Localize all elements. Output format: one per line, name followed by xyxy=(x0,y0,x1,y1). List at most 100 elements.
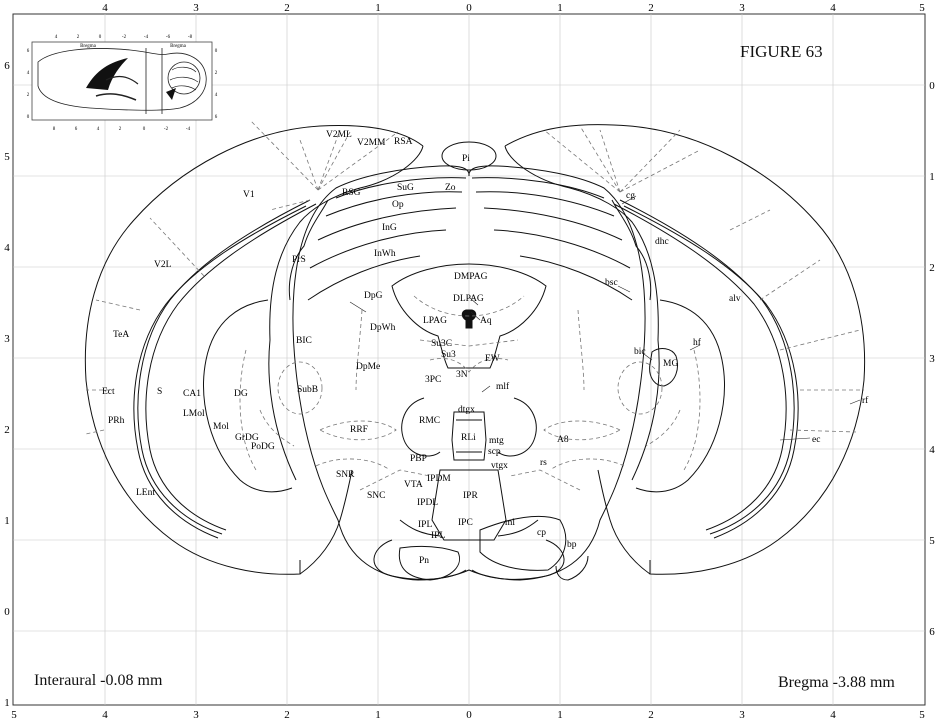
bottom-tick: 4 xyxy=(102,709,108,721)
region-label: DG xyxy=(234,389,248,399)
svg-text:6: 6 xyxy=(27,49,30,54)
right-cortex-outline xyxy=(505,125,865,575)
region-label: Su3C xyxy=(431,339,452,349)
region-label: 3N xyxy=(456,370,468,380)
region-label: bp xyxy=(567,540,577,550)
region-label: Ect xyxy=(102,387,115,397)
region-label: RSA xyxy=(394,137,413,147)
svg-text:4: 4 xyxy=(97,127,100,132)
svg-text:-2: -2 xyxy=(164,127,169,132)
inset-title-right: Bregma xyxy=(170,44,187,49)
inset-left-ticks: 6 4 2 0 xyxy=(27,49,30,120)
right-axis: 0 1 2 3 4 5 6 xyxy=(929,80,935,638)
region-label: LEnt xyxy=(136,488,155,498)
svg-text:8: 8 xyxy=(53,127,56,132)
region-label: TeA xyxy=(113,330,129,340)
svg-text:-8: -8 xyxy=(188,35,193,40)
svg-text:2: 2 xyxy=(119,127,122,132)
left-tick: 3 xyxy=(4,333,10,345)
svg-text:0: 0 xyxy=(99,35,102,40)
svg-text:0: 0 xyxy=(215,49,218,54)
inset-bottom-ticks: 8 6 4 2 0 -2 -4 xyxy=(53,127,191,132)
right-tick: 6 xyxy=(929,626,935,638)
coronal-section xyxy=(85,125,864,580)
interaural-label: Interaural -0.08 mm xyxy=(34,672,162,690)
svg-text:4: 4 xyxy=(55,35,58,40)
top-axis: 4 3 2 1 0 1 2 3 4 5 xyxy=(102,2,925,14)
region-label: bsc xyxy=(605,278,618,288)
svg-text:-4: -4 xyxy=(186,127,191,132)
region-label: IPL xyxy=(431,531,445,541)
region-label: 3PC xyxy=(425,375,441,385)
region-label: rs xyxy=(540,458,547,468)
region-label: IPDM xyxy=(427,474,451,484)
region-label: PRh xyxy=(108,416,125,426)
left-tick: 5 xyxy=(4,151,10,163)
region-label: RSG xyxy=(342,188,361,198)
region-label: vtgx xyxy=(491,461,508,471)
region-label: MG xyxy=(663,359,678,369)
region-label: V2ML xyxy=(326,130,352,140)
region-label: scp xyxy=(488,447,501,457)
region-label: RLi xyxy=(461,433,476,443)
region-label: EW xyxy=(485,354,500,364)
region-label: rf xyxy=(862,395,869,406)
top-tick: 0 xyxy=(466,2,472,14)
top-tick: 2 xyxy=(284,2,290,14)
left-tick: 0 xyxy=(4,606,10,618)
region-label: SuG xyxy=(397,183,414,193)
region-label: CA1 xyxy=(183,389,201,399)
region-label: V2MM xyxy=(357,138,386,148)
left-axis: 6 5 4 3 2 1 0 1 xyxy=(4,60,10,709)
region-label: mlf xyxy=(496,381,510,392)
region-label: S xyxy=(157,387,162,397)
bottom-tick: 3 xyxy=(193,709,199,721)
region-label: BIC xyxy=(296,336,312,346)
region-label: IPDL xyxy=(417,498,438,508)
region-label: LMol xyxy=(183,409,205,419)
region-label: Aq xyxy=(480,316,492,326)
region-label: RMC xyxy=(419,416,440,426)
bottom-tick: 1 xyxy=(375,709,381,721)
svg-text:2: 2 xyxy=(27,93,30,98)
region-label: dhc xyxy=(655,237,669,247)
svg-text:-2: -2 xyxy=(122,35,127,40)
region-label: DpMe xyxy=(356,362,380,372)
region-label: V1 xyxy=(243,190,255,200)
region-label: SNC xyxy=(367,491,385,501)
region-label: Op xyxy=(392,200,404,210)
figure-title: FIGURE 63 xyxy=(740,42,823,62)
left-wm-2 xyxy=(134,206,306,538)
region-label: DMPAG xyxy=(454,272,488,282)
right-tick: 2 xyxy=(929,262,935,274)
bottom-tick: 2 xyxy=(284,709,290,721)
region-label: mtg xyxy=(489,436,504,446)
region-label: ec xyxy=(812,435,820,445)
bottom-axis: 5 4 3 2 1 0 1 2 3 4 5 xyxy=(11,709,925,721)
bottom-tick: 1 xyxy=(557,709,563,721)
region-label: A8 xyxy=(557,435,569,445)
bottom-tick: 3 xyxy=(739,709,745,721)
inset-right-ticks: 0 2 4 6 xyxy=(215,49,218,120)
right-tick: 4 xyxy=(929,444,935,456)
region-label: VTA xyxy=(404,480,423,490)
sagittal-inset: Bregma Bregma 4 2 0 -2 -4 -6 -8 8 6 4 2 … xyxy=(27,35,218,132)
svg-text:-4: -4 xyxy=(144,35,149,40)
left-tick: 1 xyxy=(4,697,10,709)
region-label: Zo xyxy=(445,183,456,193)
region-label: InWh xyxy=(374,249,396,259)
top-tick: 1 xyxy=(375,2,381,14)
region-label: Su3 xyxy=(441,350,456,360)
right-tick: 1 xyxy=(929,171,935,183)
region-label: RRF xyxy=(350,425,368,435)
left-tick: 2 xyxy=(4,424,10,436)
region-label: DpWh xyxy=(370,323,396,333)
region-label: SubB xyxy=(297,385,318,395)
right-tick: 0 xyxy=(929,80,935,92)
bregma-label: Bregma -3.88 mm xyxy=(778,674,895,692)
svg-text:-6: -6 xyxy=(166,35,171,40)
svg-text:6: 6 xyxy=(215,115,218,120)
region-label: PrS xyxy=(292,255,306,265)
